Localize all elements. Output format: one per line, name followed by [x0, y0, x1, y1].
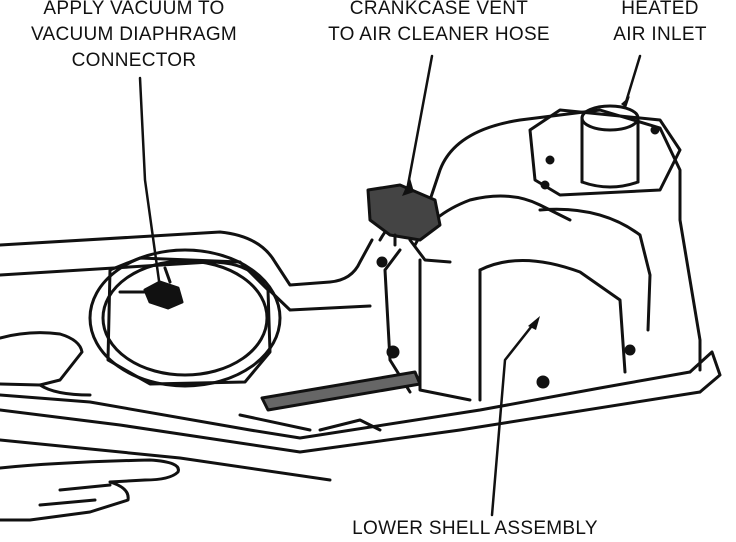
- hand-lower: [0, 458, 180, 522]
- leader-lines: [138, 54, 642, 517]
- upper-housing: [378, 108, 702, 402]
- hand-upper: [0, 331, 92, 397]
- heated-label-line-2: AIR INLET: [613, 24, 707, 45]
- lower-shell-label: LOWER SHELL ASSEMBLY: [330, 516, 620, 542]
- vacuum-connector: [118, 266, 184, 310]
- gasket-strip: [260, 370, 422, 412]
- vacuum-label-line-3: CONNECTOR: [71, 50, 197, 71]
- leader-vacuum: [138, 76, 162, 290]
- vacuum-label-line-2: VACUUM DIAPHRAGM: [30, 24, 238, 45]
- heated-label-line-1: HEATED: [621, 0, 699, 19]
- heated-air-inlet-tube: [528, 104, 682, 197]
- lower-shell-label-text: LOWER SHELL ASSEMBLY: [352, 518, 598, 539]
- fasteners: [376, 256, 636, 389]
- vacuum-label-line-1: APPLY VACUUM TO: [43, 0, 225, 19]
- vent-label-line-2: TO AIR CLEANER HOSE: [328, 24, 550, 45]
- vent-label-line-1: CRANKCASE VENT: [349, 0, 529, 19]
- leader-heated: [624, 54, 642, 104]
- heated-air-inlet-label: HEATED AIR INLET: [590, 0, 730, 48]
- vacuum-connector-label: APPLY VACUUM TO VACUUM DIAPHRAGM CONNECT…: [0, 0, 268, 74]
- leader-lower-shell: [490, 320, 537, 517]
- leader-crankcase: [406, 54, 434, 187]
- vacuum-diaphragm-ring: [88, 248, 282, 388]
- crankcase-vent-hose: [366, 183, 452, 264]
- leader-arrowheads: [402, 96, 630, 330]
- crankcase-vent-label: CRANKCASE VENT TO AIR CLEANER HOSE: [300, 0, 578, 48]
